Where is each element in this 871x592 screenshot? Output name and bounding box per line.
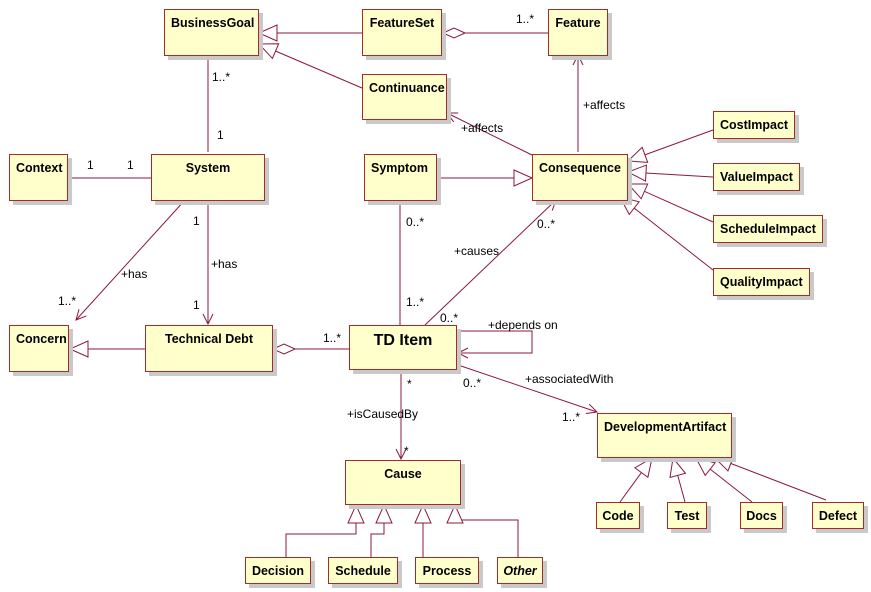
class-name: Process [422, 564, 472, 578]
multiplicity-label: 1..* [406, 295, 425, 309]
class-docs: Docs [740, 502, 783, 529]
tditem-artifact-edge [457, 364, 597, 412]
class-schedule: Schedule [328, 557, 398, 584]
class-code: Code [596, 502, 640, 529]
role-label: +associatedWith [525, 372, 614, 386]
multiplicity-label: 1 [217, 128, 224, 142]
role-label: +has [211, 257, 238, 271]
class-name: Decision [251, 564, 305, 578]
class-name: ValueImpact [720, 170, 793, 184]
class-name: Docs [746, 509, 777, 523]
class-name: Defect [818, 509, 858, 523]
class-feature: Feature [548, 9, 608, 56]
class-name: TD Item [373, 332, 433, 349]
role-label: +isCausedBy [347, 407, 419, 421]
class-name: Other [503, 564, 537, 578]
class-featureset: FeatureSet [362, 9, 442, 56]
multiplicity-label: 0..* [463, 376, 482, 390]
class-decision: Decision [245, 557, 311, 584]
role-label: +has [121, 267, 148, 281]
class-name: Schedule [335, 564, 391, 578]
multiplicity-label: 0..* [537, 217, 556, 231]
multiplicity-label: 1 [193, 298, 200, 312]
decision-cause-edge [285, 505, 356, 557]
role-label: +affects [583, 98, 626, 112]
costimpact-consequence-edge [628, 129, 714, 161]
multiplicity-label: 1..* [562, 410, 581, 424]
role-label: +affects [461, 121, 504, 135]
schedule-cause-edge [370, 505, 384, 557]
multiplicity-label: 1 [87, 158, 94, 172]
class-defect: Defect [812, 502, 864, 529]
class-test: Test [667, 502, 707, 529]
class-businessgoal: BusinessGoal [164, 9, 259, 56]
class-process: Process [415, 557, 479, 584]
qualityimpact-consequence-edge [620, 197, 714, 271]
class-name: Consequence [539, 161, 621, 175]
multiplicity-label: 1..* [212, 70, 231, 84]
class-name: Context [16, 161, 63, 175]
multiplicity-label: 1..* [58, 294, 77, 308]
class-scheduleimpact: ScheduleImpact [713, 215, 823, 243]
other-cause-edge [455, 505, 519, 557]
tditem-consequence-edge [424, 200, 556, 326]
class-name: BusinessGoal [171, 16, 255, 30]
class-name: CostImpact [720, 118, 789, 132]
multiplicity-label: 0..* [406, 215, 425, 229]
class-name: ScheduleImpact [720, 222, 816, 236]
multiplicity-label: 0..* [440, 311, 459, 325]
multiplicity-label: * [404, 444, 409, 458]
tditem-dependson-edge [458, 330, 533, 353]
valueimpact-consequence-edge [628, 172, 714, 177]
scheduleimpact-consequence-edge [628, 184, 714, 223]
multiplicity-label: 1 [127, 158, 134, 172]
class-name: Concern [16, 332, 67, 346]
consequence-continuance-edge [447, 113, 533, 156]
class-name: Symptom [371, 161, 428, 175]
class-cause: Cause [345, 460, 461, 505]
class-name: Test [674, 509, 700, 523]
role-label: +causes [454, 244, 500, 258]
class-name: FeatureSet [369, 16, 435, 30]
class-name: Technical Debt [165, 332, 253, 346]
class-name: Feature [555, 16, 601, 30]
multiplicity-label: 1..* [323, 331, 342, 345]
class-other: Other [497, 557, 543, 584]
multiplicity-label: 1..* [516, 12, 535, 26]
class-name: Continuance [369, 81, 445, 95]
system-concern-edge [76, 199, 186, 320]
class-developmentartifact: DevelopmentArtifact [597, 413, 732, 458]
class-system: System [151, 154, 265, 201]
class-costimpact: CostImpact [713, 111, 795, 139]
class-name: QualityImpact [720, 275, 803, 289]
class-consequence: Consequence [532, 154, 628, 201]
docs-artifact-edge [696, 458, 753, 503]
continuance-businessgoal-edge [259, 44, 363, 89]
code-artifact-edge [619, 458, 652, 503]
class-valueimpact: ValueImpact [713, 163, 800, 191]
class-name: Cause [384, 467, 422, 481]
role-label: +depends on [488, 318, 558, 332]
class-context: Context [9, 154, 68, 201]
class-concern: Concern [9, 325, 69, 372]
class-qualityimpact: QualityImpact [713, 268, 810, 296]
multiplicity-label: 1 [193, 214, 200, 228]
class-name: DevelopmentArtifact [604, 420, 727, 434]
class-symptom: Symptom [364, 154, 437, 201]
test-artifact-edge [673, 458, 685, 503]
multiplicity-label: * [407, 377, 412, 391]
class-name: Code [602, 509, 634, 523]
class-continuance: Continuance [362, 74, 447, 120]
class-tditem: TD Item [349, 325, 457, 370]
defect-artifact-edge [714, 457, 827, 501]
class-name: System [185, 161, 231, 175]
class-technicaldebt: Technical Debt [145, 325, 273, 372]
